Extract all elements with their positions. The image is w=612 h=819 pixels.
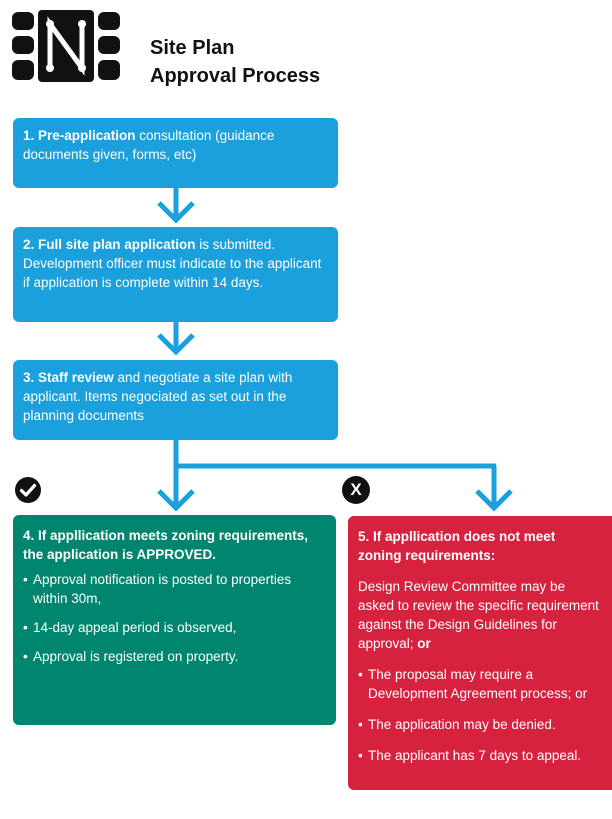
x-icon: X	[342, 476, 370, 504]
step-2-bold: 2. Full site plan application	[23, 237, 196, 252]
approved-bullet-1: Approval notification is posted to prope…	[23, 570, 326, 608]
denied-bullet-1: The proposal may require a Development A…	[358, 665, 602, 703]
approved-box: 4. If appllication meets zoning requirem…	[13, 515, 336, 725]
step-3-text: and negotiate a site plan with applicant…	[23, 370, 293, 423]
step-1-box: 1. Pre-application consultation (guidanc…	[13, 118, 338, 188]
step-2-box: 2. Full site plan application is submitt…	[13, 227, 338, 322]
title-line-2: Approval Process	[150, 65, 321, 87]
denied-list: The proposal may require a Development A…	[358, 665, 602, 765]
page-title: Site Plan Approval Process	[150, 34, 320, 90]
step-2-text: is submitted. Development officer must i…	[23, 237, 322, 290]
denied-intro: Design Review Committee may be asked to …	[358, 577, 602, 653]
approved-heading: 4. If appllication meets zoning requirem…	[23, 528, 309, 562]
denied-box: 5. If appllication does not meet zoning …	[348, 516, 612, 790]
checkmark-icon	[15, 477, 41, 503]
denied-bullet-3: The applicant has 7 days to appeal.	[358, 746, 602, 765]
approved-bullet-3: Approval is registered on property.	[23, 647, 326, 666]
approved-bullet-2: 14-day appeal period is observed,	[23, 618, 326, 637]
step-3-bold: 3. Staff review	[23, 370, 114, 385]
step-1-text: consultation (guidance documents given, …	[23, 128, 275, 162]
denied-bullet-2: The application may be denied.	[358, 715, 602, 734]
approved-list: Approval notification is posted to prope…	[23, 570, 326, 666]
x-icon-label: X	[350, 480, 362, 499]
step-1-bold: 1. Pre-application	[23, 128, 136, 143]
title-line-1: Site Plan	[150, 37, 235, 59]
step-3-box: 3. Staff review and negotiate a site pla…	[13, 360, 338, 440]
denied-intro-text: Design Review Committee may be asked to …	[358, 579, 599, 651]
logo-icon	[12, 10, 120, 82]
denied-heading: 5. If appllication does not meet zoning …	[358, 529, 556, 563]
denied-intro-or: or	[417, 636, 431, 651]
